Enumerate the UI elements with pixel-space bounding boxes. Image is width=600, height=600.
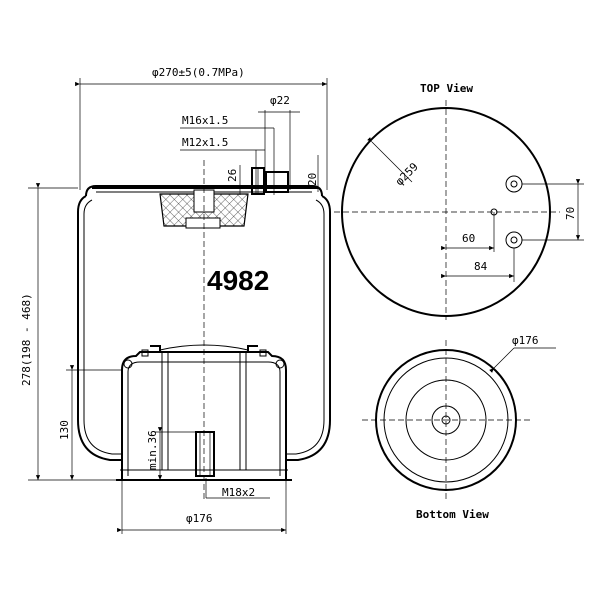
bottom-view-label: Bottom View [416,508,489,521]
dim-phi259: φ259 [393,160,421,188]
bottom-view: φ176 Bottom View [362,334,556,521]
dim-top-diameter: φ270±5(0.7MPa) [152,66,245,79]
dim-thread-m12: M12x1.5 [182,136,228,149]
dim-84: 84 [474,260,488,273]
dim-m18: M18x2 [222,486,255,499]
dim-thread-m16: M16x1.5 [182,114,228,127]
model-number: 4982 [207,265,269,296]
dim-130: 130 [58,420,71,440]
dim-26: 26 [226,169,239,182]
dim-60: 60 [462,232,475,245]
dim-bottom-view-phi176: φ176 [512,334,539,347]
dim-height: 278(198 - 468) [20,293,33,386]
side-view: φ270±5(0.7MPa) φ22 M16x1.5 M12x1.5 26 20 [20,66,331,534]
top-view-label: TOP View [420,82,473,95]
dim-bottom-phi176: φ176 [186,512,213,525]
dim-20: 20 [306,173,319,186]
dim-phi22: φ22 [270,94,290,107]
top-view: TOP View φ259 70 60 84 [334,82,584,320]
dim-70: 70 [564,207,577,220]
dim-min36: min.36 [146,430,159,470]
